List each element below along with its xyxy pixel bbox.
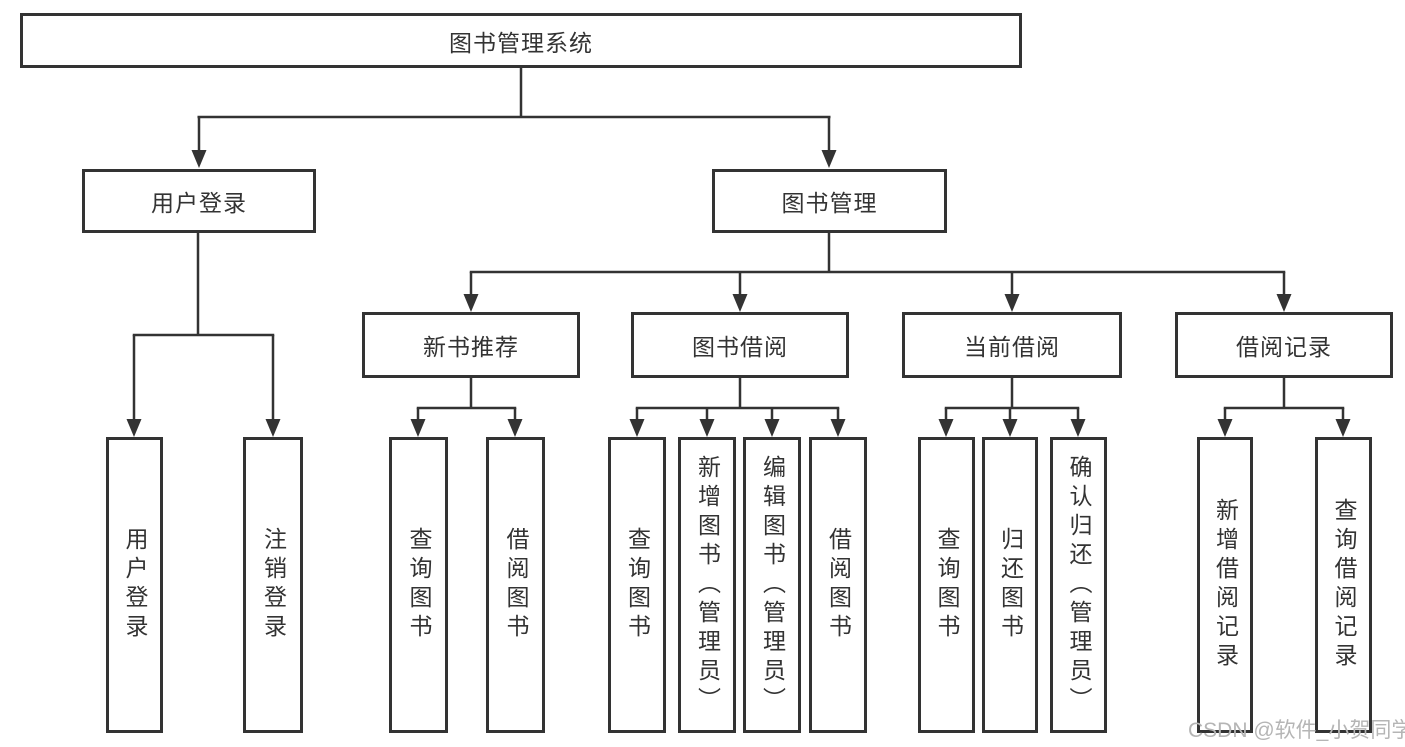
- leaf-user-login: 用户登录: [106, 437, 163, 733]
- leaf-borrow-query-book: 查询图书: [608, 437, 666, 733]
- arrowheads: [126, 150, 1351, 437]
- node-borrow-records: 借阅记录: [1175, 312, 1393, 378]
- leaf-current-return-book: 归还图书: [982, 437, 1038, 733]
- leaf-logout-login: 注销登录: [243, 437, 303, 733]
- leaf-recommend-query-book: 查询图书: [389, 437, 448, 733]
- leaf-records-query-record: 查询借阅记录: [1315, 437, 1372, 733]
- leaf-borrow-edit-book-admin: 编辑图书（管理员）: [743, 437, 801, 733]
- node-current-borrow: 当前借阅: [902, 312, 1122, 378]
- node-library-management-system: 图书管理系统: [20, 13, 1022, 68]
- leaf-borrow-borrow-book: 借阅图书: [809, 437, 867, 733]
- leaf-borrow-add-book-admin: 新增图书（管理员）: [678, 437, 736, 733]
- leaf-current-confirm-return-admin: 确认归还（管理员）: [1050, 437, 1107, 733]
- leaf-records-add-record: 新增借阅记录: [1197, 437, 1253, 733]
- leaf-current-query-book: 查询图书: [918, 437, 975, 733]
- csdn-watermark: CSDN @软件_小贺同学: [1188, 719, 1405, 742]
- node-user-login: 用户登录: [82, 169, 316, 233]
- node-book-management: 图书管理: [712, 169, 947, 233]
- node-book-borrow: 图书借阅: [631, 312, 849, 378]
- leaf-recommend-borrow-book: 借阅图书: [486, 437, 545, 733]
- node-new-book-recommend: 新书推荐: [362, 312, 580, 378]
